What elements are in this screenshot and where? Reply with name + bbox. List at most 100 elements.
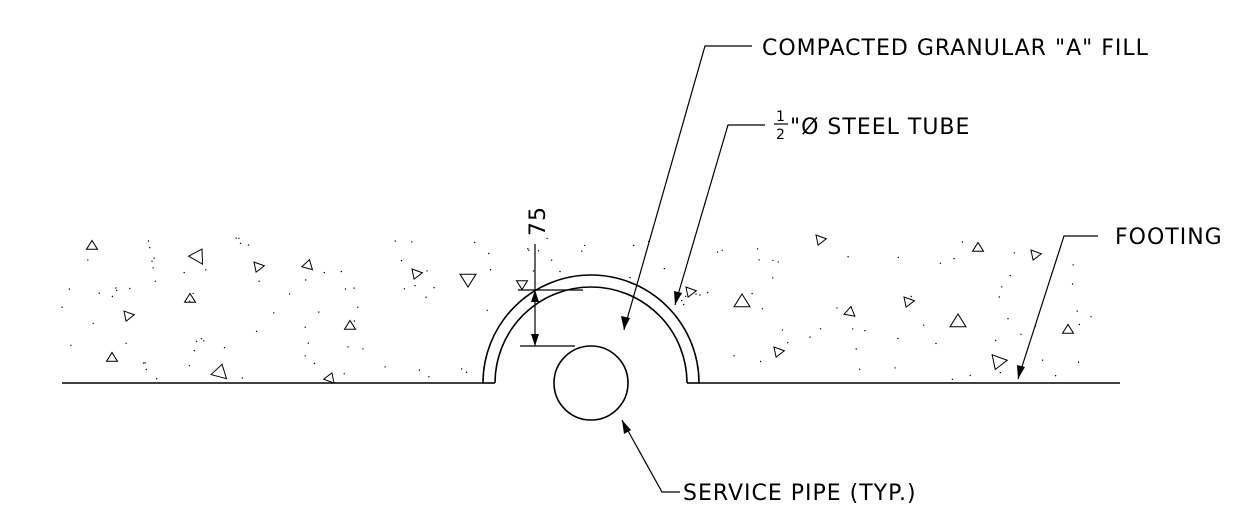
aggregate-stone — [123, 310, 136, 323]
sand-speck — [1090, 316, 1092, 318]
sand-speck — [418, 369, 421, 371]
sand-speck — [758, 259, 760, 261]
steel-tube-label: 1 2 "Ø STEEL TUBE — [774, 109, 970, 143]
sand-speck — [894, 367, 896, 369]
sand-speck — [340, 270, 343, 273]
sand-speck — [1077, 361, 1080, 363]
sand-speck — [258, 280, 260, 282]
aggregate-stone — [459, 273, 477, 288]
sand-speck — [142, 362, 145, 364]
dimension-label: 75 — [526, 206, 551, 236]
fill-leader — [621, 45, 752, 331]
sand-speck — [759, 360, 762, 363]
aggregate-stone — [1061, 323, 1075, 334]
aggregate-stone — [300, 258, 314, 271]
sand-speck — [488, 252, 490, 255]
sand-speck — [238, 237, 240, 240]
sand-speck — [629, 276, 631, 279]
sand-speck — [153, 257, 155, 259]
sand-speck — [969, 374, 971, 377]
sand-speck — [864, 330, 866, 332]
sand-speck — [781, 329, 784, 331]
sand-speck — [699, 294, 701, 296]
sand-speck — [858, 368, 861, 370]
sand-speck — [195, 340, 198, 343]
aggregate-stone — [991, 353, 1009, 371]
sand-speck — [304, 355, 306, 357]
sand-speck — [1007, 318, 1009, 320]
sand-speck — [144, 362, 146, 364]
sand-speck — [428, 376, 430, 378]
sand-speck — [149, 247, 151, 249]
sand-speck — [1076, 310, 1078, 312]
sand-speck — [193, 349, 196, 352]
sand-speck — [923, 324, 925, 326]
sand-speck — [247, 244, 250, 246]
sand-speck — [241, 377, 243, 379]
sand-speck — [239, 242, 242, 244]
sand-speck — [550, 259, 553, 261]
sand-speck — [411, 241, 413, 243]
sand-speck — [414, 285, 416, 287]
sand-speck — [716, 251, 719, 253]
footing-label: FOOTING — [1115, 225, 1223, 250]
sand-speck — [897, 256, 900, 259]
sand-speck — [836, 307, 838, 309]
sand-speck — [819, 328, 822, 330]
aggregate-stone — [105, 351, 119, 362]
sand-speck — [1071, 283, 1074, 285]
fraction-numerator: 1 — [776, 109, 786, 125]
sand-speck — [384, 366, 386, 368]
sand-speck — [111, 295, 114, 298]
sand-speck — [706, 291, 709, 294]
sand-speck — [154, 280, 157, 282]
sand-speck — [400, 259, 403, 262]
sand-speck — [537, 250, 540, 252]
sand-speck — [897, 337, 899, 340]
steel-tube-text: "Ø STEEL TUBE — [790, 115, 970, 140]
steel-tube-half-section — [482, 274, 700, 384]
aggregate-stone — [210, 363, 228, 380]
sand-speck — [205, 269, 207, 271]
sand-speck — [733, 355, 735, 357]
sand-speck — [288, 293, 291, 295]
sand-speck — [147, 240, 150, 242]
aggregate-stone — [773, 346, 786, 359]
aggregate-stone — [949, 313, 967, 328]
sand-speck — [344, 288, 347, 290]
sand-speck — [313, 362, 316, 365]
granular-fill-texture — [61, 234, 1092, 384]
sand-speck — [155, 378, 158, 380]
sand-speck — [1020, 333, 1022, 335]
aggregate-stone — [322, 371, 335, 384]
sand-speck — [255, 330, 258, 333]
sand-speck — [200, 338, 203, 340]
sand-speck — [489, 269, 492, 271]
sand-speck — [939, 262, 942, 264]
sand-speck — [663, 267, 666, 270]
service-pipe-leader — [621, 419, 680, 493]
sand-speck — [183, 271, 185, 274]
sand-speck — [756, 248, 759, 250]
sand-speck — [61, 306, 63, 308]
sand-speck — [353, 287, 355, 289]
sand-speck — [721, 249, 723, 251]
sand-speck — [425, 296, 427, 298]
sand-speck — [682, 303, 685, 306]
sand-speck — [151, 260, 153, 262]
sand-speck — [855, 348, 857, 350]
sand-speck — [532, 270, 535, 272]
sand-speck — [465, 371, 468, 373]
sand-speck — [189, 300, 191, 302]
sand-speck — [116, 289, 118, 292]
aggregate-stone — [733, 293, 751, 308]
sand-speck — [695, 293, 697, 295]
sand-speck — [953, 258, 955, 260]
sand-speck — [1054, 375, 1057, 377]
sand-speck — [305, 279, 307, 281]
sand-speck — [1078, 323, 1081, 326]
sand-speck — [486, 309, 488, 312]
sand-speck — [323, 271, 325, 274]
sand-speck — [581, 250, 583, 252]
